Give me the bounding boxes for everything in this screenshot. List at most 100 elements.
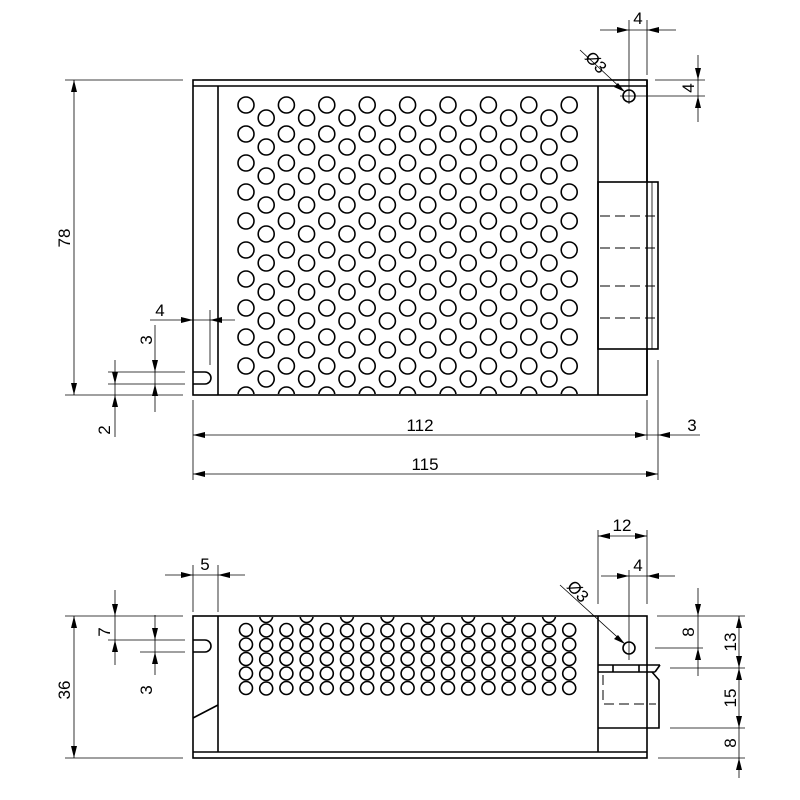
vent-hole — [398, 386, 417, 394]
vent-hole — [279, 637, 294, 652]
vent-hole — [277, 299, 296, 317]
vent-hole — [560, 125, 579, 143]
vent-hole — [440, 637, 456, 652]
vent-hole — [378, 312, 397, 330]
vent-hole — [439, 96, 457, 114]
vent-hole — [519, 328, 538, 346]
vent-hole — [418, 138, 437, 156]
vent-hole — [237, 125, 255, 143]
vent-hole — [499, 225, 518, 243]
vent-hole — [378, 196, 397, 214]
vent-hole — [258, 681, 274, 696]
vent-hole — [560, 212, 579, 230]
vent-hole — [277, 241, 296, 259]
vent-hole — [439, 357, 457, 375]
vent-hole — [238, 680, 254, 696]
vent-holes — [237, 96, 579, 394]
vent-hole — [400, 680, 415, 696]
dim-36: 36 — [55, 681, 74, 700]
vent-hole — [380, 652, 395, 667]
vent-hole — [459, 341, 478, 359]
vent-hole — [338, 138, 356, 156]
vent-hole — [420, 652, 436, 667]
vent-hole — [418, 167, 437, 185]
vent-hole — [257, 370, 276, 388]
dim-flange-3: 3 — [687, 416, 696, 435]
vent-hole — [479, 125, 498, 143]
vent-hole — [541, 681, 557, 696]
vent-hole — [398, 125, 417, 143]
vent-hole — [519, 241, 538, 259]
vent-hole — [540, 167, 558, 185]
vent-hole — [297, 254, 316, 272]
vent-hole — [418, 225, 437, 243]
vent-hole — [561, 680, 577, 696]
vent-hole — [378, 254, 397, 272]
vent-hole — [277, 154, 296, 172]
vent-hole — [560, 270, 579, 288]
vent-hole — [520, 386, 538, 394]
vent-hole — [318, 386, 336, 394]
vent-hole — [439, 241, 457, 259]
vent-hole — [561, 666, 577, 681]
dim-115: 115 — [411, 455, 438, 474]
vent-hole — [521, 622, 537, 638]
vent-hole — [459, 225, 478, 243]
vent-hole — [440, 651, 456, 667]
vent-hole — [359, 651, 375, 667]
side-slot — [193, 639, 212, 653]
vent-hole — [319, 666, 335, 681]
vent-hole — [501, 681, 516, 696]
vent-hole — [459, 167, 478, 185]
vent-hole — [540, 341, 558, 359]
vent-hole — [479, 241, 498, 259]
vent-hole — [257, 225, 276, 243]
dim-hole-y-side: 8 — [679, 627, 698, 636]
vent-hole — [257, 167, 276, 185]
vent-hole — [299, 681, 314, 696]
vent-hole — [358, 270, 377, 288]
vent-hole — [479, 386, 498, 394]
vent-hole — [358, 154, 377, 172]
vent-hole — [560, 183, 579, 201]
vent-hole — [358, 328, 377, 346]
vent-hole — [479, 357, 498, 375]
vent-hole — [359, 622, 375, 638]
vent-hole — [378, 225, 397, 243]
vent-hole — [258, 666, 274, 682]
vent-hole — [398, 357, 417, 375]
dim-slot-width: 3 — [137, 335, 156, 344]
vent-hole — [338, 370, 356, 388]
vent-hole — [499, 283, 518, 301]
vent-hole — [479, 328, 498, 346]
vent-hole — [499, 312, 518, 330]
vent-hole — [279, 622, 294, 638]
vent-hole — [459, 109, 478, 127]
vent-hole — [378, 167, 397, 185]
vent-hole — [257, 254, 276, 272]
vent-hole — [519, 357, 538, 375]
dim-bracket-12: 12 — [613, 516, 632, 535]
vent-hole — [521, 637, 537, 652]
vent-hole — [319, 651, 335, 667]
vent-hole — [380, 681, 395, 696]
hole-diameter-label: Ø3 — [581, 48, 610, 78]
vent-hole — [439, 328, 457, 346]
vent-hole — [277, 183, 296, 201]
vent-hole — [519, 212, 538, 230]
vent-hole — [479, 183, 498, 201]
vent-hole — [420, 666, 436, 682]
vent-hole — [439, 299, 457, 317]
vent-hole — [338, 283, 356, 301]
vent-hole — [499, 167, 518, 185]
vent-hole — [338, 225, 356, 243]
vent-hole — [299, 637, 314, 653]
vent-hole — [541, 666, 557, 682]
vent-hole — [359, 680, 375, 696]
vent-hole — [319, 680, 335, 696]
vent-hole — [418, 370, 437, 388]
vent-hole — [418, 196, 437, 214]
vent-hole — [460, 666, 476, 682]
vent-hole — [561, 637, 577, 652]
